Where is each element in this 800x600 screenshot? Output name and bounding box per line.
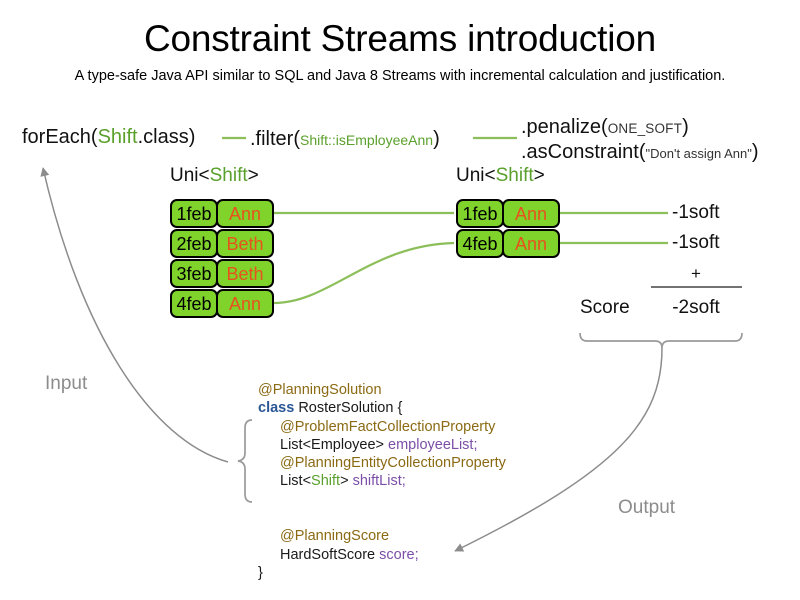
call-penalize: .penalize(ONE_SOFT) xyxy=(521,116,689,139)
shift-date-cell: 2feb xyxy=(170,229,218,258)
code-line: @PlanningScore xyxy=(258,527,506,545)
code-token: @PlanningScore xyxy=(280,528,390,545)
uni-left-param: Shift xyxy=(209,165,248,186)
call-penalize-suffix: ) xyxy=(682,116,689,138)
code-line xyxy=(258,491,506,509)
code-line: HardSoftScore score; xyxy=(258,546,506,564)
code-token: score; xyxy=(379,546,419,563)
page-title: Constraint Streams introduction xyxy=(143,18,657,59)
call-foreach-prefix: forEach( xyxy=(22,126,98,148)
code-token: HardSoftScore xyxy=(280,546,380,563)
code-line: @PlanningEntityCollectionProperty xyxy=(258,454,506,472)
code-token: List< xyxy=(280,473,312,490)
code-line: @ProblemFactCollectionProperty xyxy=(258,418,506,436)
call-as-constraint-arg: "Don't assign Ann" xyxy=(645,146,752,161)
code-token: employeeList; xyxy=(388,436,478,453)
penalty-label-2: -1soft xyxy=(672,232,720,253)
code-token xyxy=(258,492,262,508)
code-token: } xyxy=(258,564,263,581)
code-line xyxy=(258,509,506,527)
call-penalize-arg: ONE_SOFT xyxy=(607,121,683,136)
shift-employee-cell: Ann xyxy=(502,199,560,228)
edge-left4-right2 xyxy=(273,241,455,305)
output-label: Output xyxy=(618,497,676,518)
code-line: } xyxy=(258,564,506,582)
code-token: RosterSolution { xyxy=(298,400,403,417)
shift-employee-cell: Beth xyxy=(216,259,274,288)
code-token: Shift xyxy=(311,473,341,490)
score-operator: + xyxy=(691,264,701,283)
call-foreach-type: Shift xyxy=(97,126,138,148)
code-token: @ProblemFactCollectionProperty xyxy=(280,418,496,435)
code-token: List<Employee> xyxy=(280,436,389,453)
code-line: @PlanningSolution xyxy=(258,381,506,399)
shift-employee-cell: Ann xyxy=(216,289,274,318)
call-filter-suffix: ) xyxy=(433,128,440,150)
uni-right-prefix: Uni< xyxy=(456,165,496,186)
uni-right-suffix: > xyxy=(533,165,545,186)
shift-date-cell: 4feb xyxy=(456,229,504,258)
stream-type-label-left: Uni<Shift> xyxy=(170,165,259,187)
uni-left-suffix: > xyxy=(247,165,259,186)
call-foreach: forEach(Shift.class) xyxy=(22,126,195,149)
call-as-constraint: .asConstraint("Don't assign Ann") xyxy=(521,141,759,164)
score-total: -2soft xyxy=(672,297,720,318)
uni-left-prefix: Uni< xyxy=(170,165,210,186)
score-brace xyxy=(579,332,743,349)
call-foreach-suffix: .class) xyxy=(137,126,196,148)
code-token xyxy=(258,510,262,526)
code-token: shiftList; xyxy=(352,473,406,490)
shift-date-cell: 3feb xyxy=(170,259,218,288)
code-token: @PlanningSolution xyxy=(258,382,382,398)
uni-right-param: Shift xyxy=(495,165,534,186)
shift-employee-cell: Beth xyxy=(216,229,274,258)
shift-employee-cell: Ann xyxy=(502,229,560,258)
shift-date-cell: 1feb xyxy=(170,199,218,228)
call-filter-arg: Shift::isEmployeeAnn xyxy=(300,132,434,148)
shift-employee-cell: Ann xyxy=(216,199,274,228)
shift-date-cell: 1feb xyxy=(456,199,504,228)
code-token: class xyxy=(258,400,299,417)
code-line: class RosterSolution { xyxy=(258,399,506,417)
shift-date-cell: 4feb xyxy=(170,289,218,318)
code-token: > xyxy=(340,473,353,490)
code-token: @PlanningEntityCollectionProperty xyxy=(280,455,506,472)
code-fields-brace xyxy=(237,419,253,503)
penalty-label-1: -1soft xyxy=(672,202,720,223)
page-subtitle: A type-safe Java API similar to SQL and … xyxy=(74,68,726,84)
call-filter-prefix: .filter( xyxy=(250,128,300,150)
call-filter: .filter(Shift::isEmployeeAnn) xyxy=(250,128,440,151)
call-as-constraint-prefix: .asConstraint( xyxy=(521,141,646,163)
score-label: Score xyxy=(580,297,630,318)
call-as-constraint-suffix: ) xyxy=(751,141,759,163)
input-label: Input xyxy=(45,373,88,394)
call-penalize-prefix: .penalize( xyxy=(521,116,608,138)
code-line: List<Employee> employeeList; xyxy=(258,436,506,454)
code-line: List<Shift> shiftList; xyxy=(258,472,506,490)
stream-type-label-right: Uni<Shift> xyxy=(456,165,545,187)
